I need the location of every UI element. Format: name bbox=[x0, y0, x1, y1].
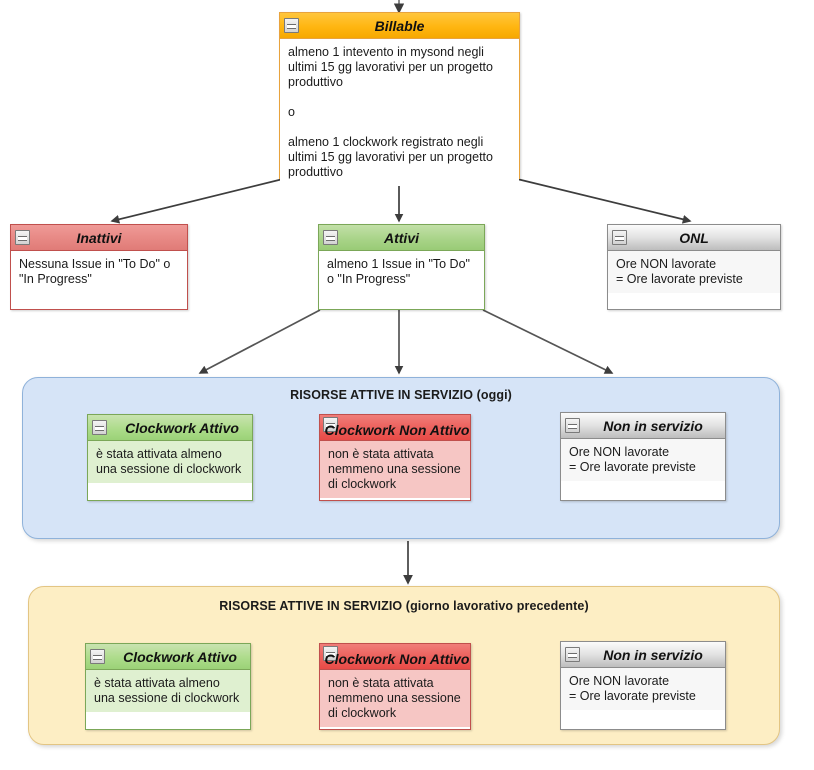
node-oggi-clockwork-attivo-title: Clockwork Attivo bbox=[125, 420, 239, 436]
edge-attivi-non-in-servizio bbox=[482, 309, 614, 374]
node-onl-body: Ore NON lavorate = Ore lavorate previste bbox=[608, 251, 780, 293]
minus-icon[interactable] bbox=[90, 649, 105, 664]
minus-icon[interactable] bbox=[565, 418, 580, 433]
node-precedente-clockwork-attivo[interactable]: Clockwork Attivo è stata attivata almeno… bbox=[85, 643, 251, 730]
node-attivi-title: Attivi bbox=[384, 230, 419, 246]
node-precedente-non-in-servizio-header: Non in servizio bbox=[561, 642, 725, 668]
minus-icon[interactable] bbox=[565, 647, 580, 662]
minus-icon[interactable] bbox=[15, 230, 30, 245]
panel-risorse-precedente: RISORSE ATTIVE IN SERVIZIO (giorno lavor… bbox=[28, 586, 780, 745]
node-oggi-clockwork-non-attivo-header: Clockwork Non Attivo bbox=[320, 415, 470, 441]
node-precedente-non-in-servizio[interactable]: Non in servizio Ore NON lavorate = Ore l… bbox=[560, 641, 726, 730]
node-oggi-clockwork-attivo[interactable]: Clockwork Attivo è stata attivata almeno… bbox=[87, 414, 253, 501]
node-precedente-non-in-servizio-title: Non in servizio bbox=[603, 647, 703, 663]
minus-icon[interactable] bbox=[323, 646, 338, 661]
minus-icon[interactable] bbox=[284, 18, 299, 33]
node-inattivi-header: Inattivi bbox=[11, 225, 187, 251]
node-precedente-clockwork-non-attivo[interactable]: Clockwork Non Attivo non è stata attivat… bbox=[319, 643, 471, 730]
node-oggi-non-in-servizio-header: Non in servizio bbox=[561, 413, 725, 439]
node-oggi-clockwork-attivo-body: è stata attivata almeno una sessione di … bbox=[88, 441, 252, 483]
node-precedente-clockwork-attivo-title: Clockwork Attivo bbox=[123, 649, 237, 665]
node-billable-title: Billable bbox=[374, 18, 425, 34]
node-attivi-header: Attivi bbox=[319, 225, 484, 251]
node-onl[interactable]: ONL Ore NON lavorate = Ore lavorate prev… bbox=[607, 224, 781, 310]
node-oggi-non-in-servizio-body: Ore NON lavorate = Ore lavorate previste bbox=[561, 439, 725, 481]
node-onl-header: ONL bbox=[608, 225, 780, 251]
edge-billable-onl bbox=[512, 177, 692, 224]
node-attivi-body: almeno 1 Issue in "To Do" o "In Progress… bbox=[319, 251, 484, 293]
node-oggi-clockwork-attivo-header: Clockwork Attivo bbox=[88, 415, 252, 441]
node-billable-body: almeno 1 intevento in mysond negli ultim… bbox=[280, 39, 519, 186]
node-onl-title: ONL bbox=[679, 230, 709, 246]
node-oggi-clockwork-non-attivo[interactable]: Clockwork Non Attivo non è stata attivat… bbox=[319, 414, 471, 501]
node-oggi-clockwork-non-attivo-body: non è stata attivata nemmeno una session… bbox=[320, 441, 470, 498]
minus-icon[interactable] bbox=[92, 420, 107, 435]
panel-risorse-oggi-title: RISORSE ATTIVE IN SERVIZIO (oggi) bbox=[290, 388, 512, 402]
edge-attivi-clockwork-attivo bbox=[198, 309, 321, 374]
node-attivi[interactable]: Attivi almeno 1 Issue in "To Do" o "In P… bbox=[318, 224, 485, 310]
node-oggi-clockwork-non-attivo-title: Clockwork Non Attivo bbox=[324, 422, 470, 438]
node-precedente-clockwork-attivo-body: è stata attivata almeno una sessione di … bbox=[86, 670, 250, 712]
node-billable-header: Billable bbox=[280, 13, 519, 39]
node-precedente-clockwork-non-attivo-header: Clockwork Non Attivo bbox=[320, 644, 470, 670]
edge-billable-inattivi bbox=[110, 177, 288, 224]
node-oggi-non-in-servizio-title: Non in servizio bbox=[603, 418, 703, 434]
node-billable[interactable]: Billable almeno 1 intevento in mysond ne… bbox=[279, 12, 520, 186]
node-precedente-non-in-servizio-body: Ore NON lavorate = Ore lavorate previste bbox=[561, 668, 725, 710]
node-inattivi-body: Nessuna Issue in "To Do" o "In Progress" bbox=[11, 251, 187, 293]
panel-risorse-precedente-title: RISORSE ATTIVE IN SERVIZIO (giorno lavor… bbox=[219, 599, 589, 613]
minus-icon[interactable] bbox=[323, 417, 338, 432]
panel-risorse-oggi: RISORSE ATTIVE IN SERVIZIO (oggi) Clockw… bbox=[22, 377, 780, 539]
minus-icon[interactable] bbox=[323, 230, 338, 245]
node-inattivi[interactable]: Inattivi Nessuna Issue in "To Do" o "In … bbox=[10, 224, 188, 310]
node-inattivi-title: Inattivi bbox=[76, 230, 122, 246]
node-precedente-clockwork-attivo-header: Clockwork Attivo bbox=[86, 644, 250, 670]
node-precedente-clockwork-non-attivo-title: Clockwork Non Attivo bbox=[324, 651, 470, 667]
node-precedente-clockwork-non-attivo-body: non è stata attivata nemmeno una session… bbox=[320, 670, 470, 727]
minus-icon[interactable] bbox=[612, 230, 627, 245]
node-oggi-non-in-servizio[interactable]: Non in servizio Ore NON lavorate = Ore l… bbox=[560, 412, 726, 501]
